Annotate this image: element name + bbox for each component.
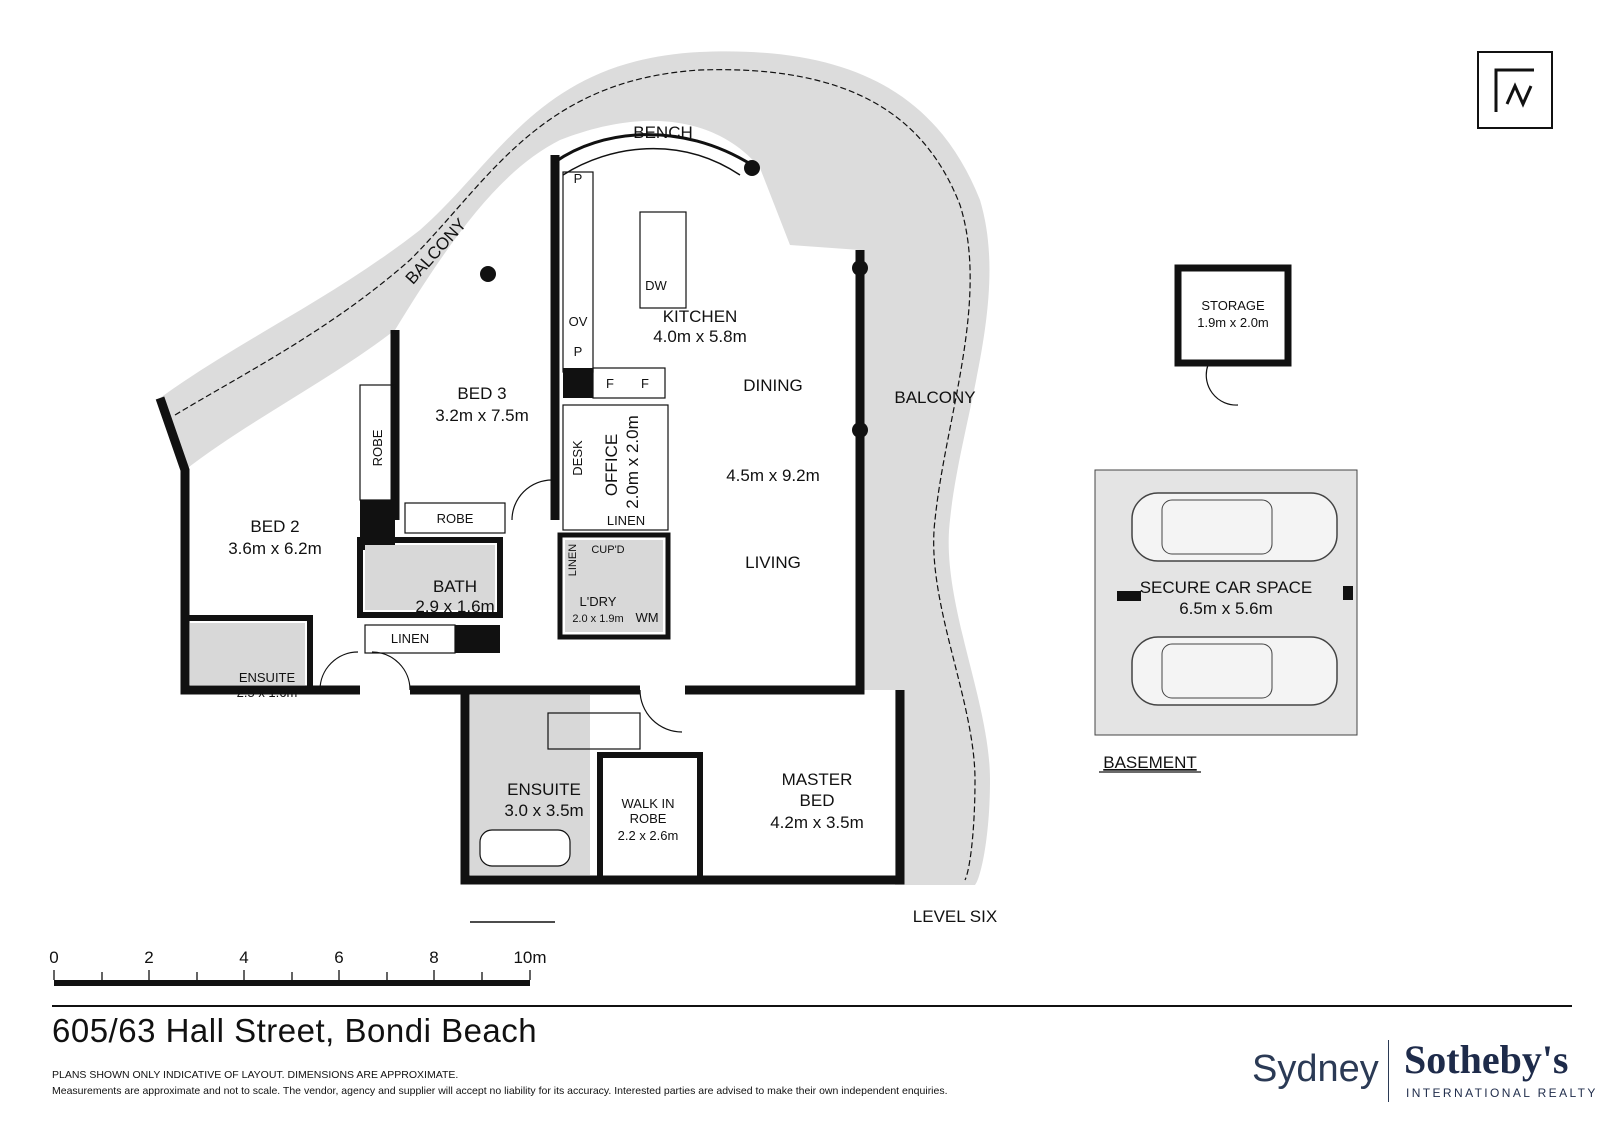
car-icon <box>1131 636 1338 706</box>
bed3-name: BED 3 <box>457 384 506 403</box>
outer-wall-south-2 <box>685 250 865 695</box>
door-swing <box>639 689 683 733</box>
kitchen-island <box>639 211 687 309</box>
scale-bar <box>53 970 531 986</box>
robe-horizontal <box>404 502 506 534</box>
walkin-size: 2.2 x 2.6m <box>618 828 679 843</box>
bench-wall <box>554 133 753 167</box>
level-six-label: LEVEL SIX <box>913 907 997 926</box>
pantry-bottom-label: P <box>574 344 583 359</box>
bath-tile <box>365 545 495 610</box>
brand-subtitle: INTERNATIONAL REALTY <box>1406 1086 1598 1100</box>
disclaimer-line-1: PLANS SHOWN ONLY INDICATIVE OF LAYOUT. D… <box>52 1069 459 1081</box>
ensuite-small-size: 2.5 x 1.6m <box>237 685 298 700</box>
kitchen-size: 4.0m x 5.8m <box>653 327 747 346</box>
bath-size: 2.9 x 1.6m <box>415 597 494 616</box>
laundry-room <box>557 532 671 640</box>
ensuite-master-name: ENSUITE <box>507 780 581 799</box>
scale-tick-4: 4 <box>239 948 248 967</box>
linen-office-label: LINEN <box>607 513 645 528</box>
ensuite-small-tile <box>190 623 305 685</box>
brand-name: Sotheby's <box>1404 1037 1569 1082</box>
column <box>480 266 496 282</box>
column <box>744 160 760 176</box>
linen-hall-black <box>455 625 500 653</box>
door-swing <box>1205 364 1239 406</box>
walkin-line1: WALK IN <box>622 796 675 811</box>
column <box>852 260 868 276</box>
linen-hall-label: LINEN <box>391 631 429 646</box>
bench-label: BENCH <box>633 123 693 142</box>
car-icon <box>1131 492 1338 562</box>
bed2-size: 3.6m x 6.2m <box>228 539 322 558</box>
brand-divider <box>1388 1040 1389 1102</box>
laundry-name: L'DRY <box>580 594 617 609</box>
fridge-label-1: F <box>606 376 614 391</box>
balcony-label-right: BALCONY <box>894 388 975 407</box>
robe-horizontal-label: ROBE <box>437 511 474 526</box>
office-name: OFFICE <box>602 434 621 496</box>
wm-label: WM <box>635 610 658 625</box>
scale-tick-6: 6 <box>334 948 343 967</box>
balcony-area <box>160 51 990 885</box>
ensuite-master-size: 3.0 x 3.5m <box>504 801 583 820</box>
door-swing <box>319 651 359 691</box>
bath-name: BATH <box>433 577 477 596</box>
laundry-size: 2.0 x 1.9m <box>572 613 623 625</box>
dishwasher-label: DW <box>645 278 667 293</box>
property-address: 605/63 Hall Street, Bondi Beach <box>52 1012 538 1049</box>
brand-city: Sydney <box>1252 1048 1379 1090</box>
storage-name: STORAGE <box>1201 298 1265 313</box>
ensuite-small-name: ENSUITE <box>239 670 296 685</box>
shower-box <box>547 712 641 750</box>
kitchen-name: KITCHEN <box>663 307 738 326</box>
laundry-tile <box>565 540 663 632</box>
office-room <box>562 404 669 531</box>
oven-label: OV <box>569 314 588 329</box>
cupd-label: CUP'D <box>591 544 624 556</box>
column <box>852 422 868 438</box>
scale-tick-8: 8 <box>429 948 438 967</box>
balcony-inner-edge <box>174 69 976 881</box>
pantry-top-label: P <box>574 171 583 186</box>
scale-tick-10: 10m <box>513 948 546 967</box>
basement-label: BASEMENT <box>1103 753 1197 772</box>
dining-living-size: 4.5m x 9.2m <box>726 466 820 485</box>
kitchen-cabinets <box>562 171 594 373</box>
dining-label: DINING <box>743 376 803 395</box>
bathtub <box>479 829 571 867</box>
office-size: 2.0m x 2.0m <box>623 415 642 509</box>
bed2-name: BED 2 <box>250 517 299 536</box>
door-swing <box>511 479 553 521</box>
scale-tick-0: 0 <box>49 948 58 967</box>
ensuite-small-room <box>182 615 313 693</box>
footer-divider <box>52 1005 1572 1007</box>
walkin-line2: ROBE <box>630 811 667 826</box>
scale-tick-2: 2 <box>144 948 153 967</box>
linen-laundry-label: LINEN <box>567 544 579 576</box>
door-swing <box>371 651 411 691</box>
master-line1: MASTER <box>782 770 853 789</box>
storage-room <box>1174 264 1292 367</box>
fridge-block <box>592 367 666 399</box>
kitchen-black <box>563 368 593 398</box>
desk-label: DESK <box>570 440 585 476</box>
bath-room <box>357 537 503 618</box>
car-name: SECURE CAR SPACE <box>1140 578 1313 597</box>
storage-size: 1.9m x 2.0m <box>1197 315 1269 330</box>
car-size: 6.5m x 5.6m <box>1179 599 1273 618</box>
disclaimer-line-2: Measurements are approximate and not to … <box>52 1085 948 1097</box>
fridge-label-2: F <box>641 376 649 391</box>
north-arrow-icon <box>1477 51 1553 129</box>
car-space-marker <box>1343 586 1353 600</box>
car-space-marker <box>1117 591 1141 601</box>
bench-wall-inner <box>562 147 741 176</box>
living-label: LIVING <box>745 553 801 572</box>
master-line2: BED <box>800 791 835 810</box>
robe-vertical-label: ROBE <box>370 429 385 466</box>
bed3-size: 3.2m x 7.5m <box>435 406 529 425</box>
master-size: 4.2m x 3.5m <box>770 813 864 832</box>
